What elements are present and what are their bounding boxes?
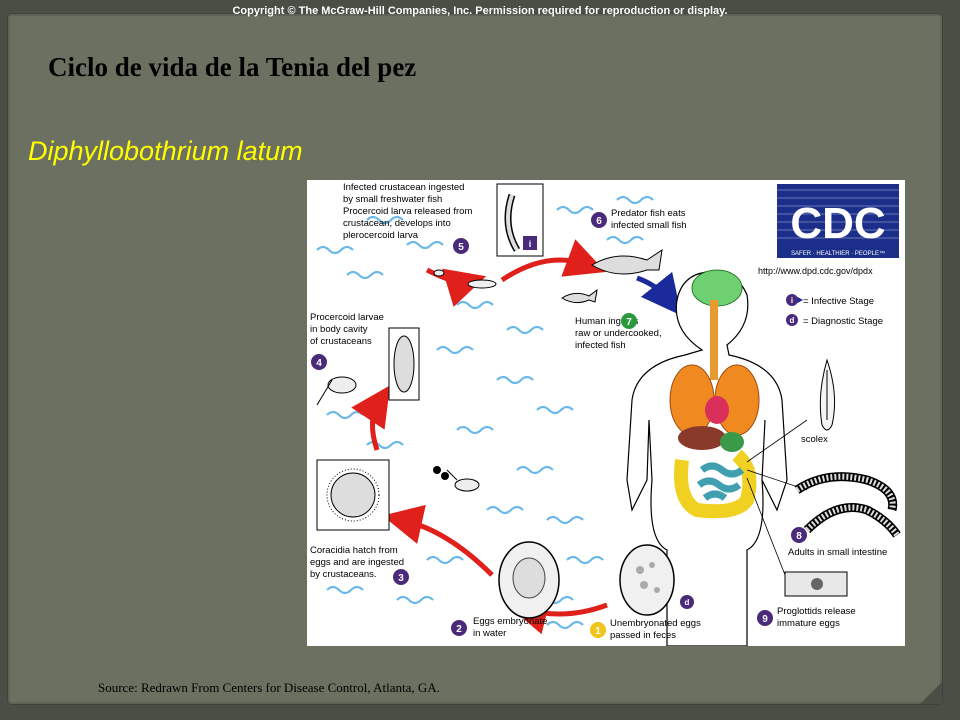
- step-5-line-2: by small freshwater fish: [343, 194, 442, 205]
- step-3-line-3: by crustaceans.: [310, 569, 377, 580]
- adult-tapeworm-illustration: [794, 472, 901, 538]
- step-2-line-2: in water: [473, 628, 506, 639]
- cdc-logo: CDC SAFER · HEALTHIER · PEOPLE™: [777, 184, 899, 258]
- step-9-badge: [757, 610, 773, 626]
- step-8-label: Adults in small intestine: [788, 547, 887, 558]
- step-8-badge: [791, 527, 807, 543]
- water-waves: [316, 195, 654, 630]
- step-1-badge: [590, 622, 606, 638]
- step-5-line-5: plerocercoid larva: [343, 230, 419, 241]
- svg-text:4: 4: [316, 358, 322, 369]
- copyright-notice: Copyright © The McGraw-Hill Companies, I…: [232, 5, 728, 17]
- svg-text:i: i: [529, 239, 532, 249]
- cdc-logo-text: CDC: [790, 199, 885, 248]
- step-5-line-4: crustacean, develops into: [343, 218, 451, 229]
- scolex-label: scolex: [801, 434, 828, 445]
- svg-text:1: 1: [595, 626, 601, 637]
- coracidium-illustration: [316, 459, 390, 531]
- svg-text:7: 7: [626, 317, 632, 328]
- predator-fish-illustration: [561, 248, 663, 304]
- proglottid-illustration: [784, 571, 848, 597]
- cdc-url: http://www.dpd.cdc.gov/dpdx: [758, 266, 873, 276]
- step-2-line-1: Eggs embryonate: [473, 616, 547, 627]
- human-body-illustration: [626, 269, 788, 646]
- step-5-line-3: Procercoid larva released from: [343, 206, 472, 217]
- step-9-line-2: immature eggs: [777, 618, 840, 629]
- step-4-line-3: of crustaceans: [310, 336, 372, 347]
- slide-corner-fold: [920, 682, 942, 704]
- svg-text:d: d: [790, 316, 795, 325]
- step-6-badge: [591, 212, 607, 228]
- step-7-line-3: infected fish: [575, 340, 626, 351]
- svg-text:2: 2: [456, 624, 462, 635]
- source-citation: Source: Redrawn From Centers for Disease…: [98, 680, 440, 695]
- svg-text:i: i: [791, 296, 793, 305]
- embryonated-egg-illustration: [498, 541, 560, 619]
- crustacean-small-illustration: [433, 466, 480, 492]
- step-7-line-2: raw or undercooked,: [575, 328, 662, 339]
- cdc-tagline: SAFER · HEALTHIER · PEOPLE™: [791, 250, 885, 257]
- step-4-line-2: in body cavity: [310, 324, 368, 335]
- legend-infective-label: = Infective Stage: [803, 296, 874, 307]
- cycle-arrows: [351, 239, 608, 635]
- legend: i = Infective Stage d = Diagnostic Stage: [786, 294, 883, 327]
- step-3-line-1: Coracidia hatch from: [310, 545, 398, 556]
- procercoid-larvae-illustration: [316, 327, 420, 406]
- step-3-badge: [393, 569, 409, 585]
- svg-text:3: 3: [398, 573, 404, 584]
- plerocercoid-illustration: i: [433, 183, 544, 289]
- step-4-badge: [311, 354, 327, 370]
- step-5-line-1: Infected crustacean ingested: [343, 182, 464, 193]
- svg-text:9: 9: [762, 614, 768, 625]
- life-cycle-diagram: CDC SAFER · HEALTHIER · PEOPLE™ http://w…: [307, 180, 905, 646]
- slide-subtitle: Diphyllobothrium latum: [28, 136, 303, 166]
- svg-text:5: 5: [458, 242, 464, 253]
- legend-diagnostic-label: = Diagnostic Stage: [803, 316, 883, 327]
- step-9-line-1: Proglottids release: [777, 606, 856, 617]
- step-5-badge: [453, 238, 469, 254]
- step-7-line-1: Human ingests: [575, 316, 639, 327]
- step-4-line-1: Procercoid larvae: [310, 312, 384, 323]
- unembryonated-egg-illustration: [619, 544, 675, 616]
- step-1-line-2: passed in feces: [610, 630, 676, 641]
- svg-text:6: 6: [596, 216, 602, 227]
- diagnostic-badge: [680, 595, 694, 609]
- step-6-line-2: infected small fish: [611, 220, 687, 231]
- scolex-illustration: scolex: [801, 358, 836, 445]
- step-7-badge: [621, 313, 637, 329]
- slide-title: Ciclo de vida de la Tenia del pez: [48, 52, 417, 82]
- svg-text:8: 8: [796, 531, 802, 542]
- svg-text:d: d: [685, 598, 690, 607]
- step-2-badge: [451, 620, 467, 636]
- step-1-line-1: Unembryonated eggs: [610, 618, 701, 629]
- step-3-line-2: eggs and are ingested: [310, 557, 404, 568]
- step-6-line-1: Predator fish eats: [611, 208, 686, 219]
